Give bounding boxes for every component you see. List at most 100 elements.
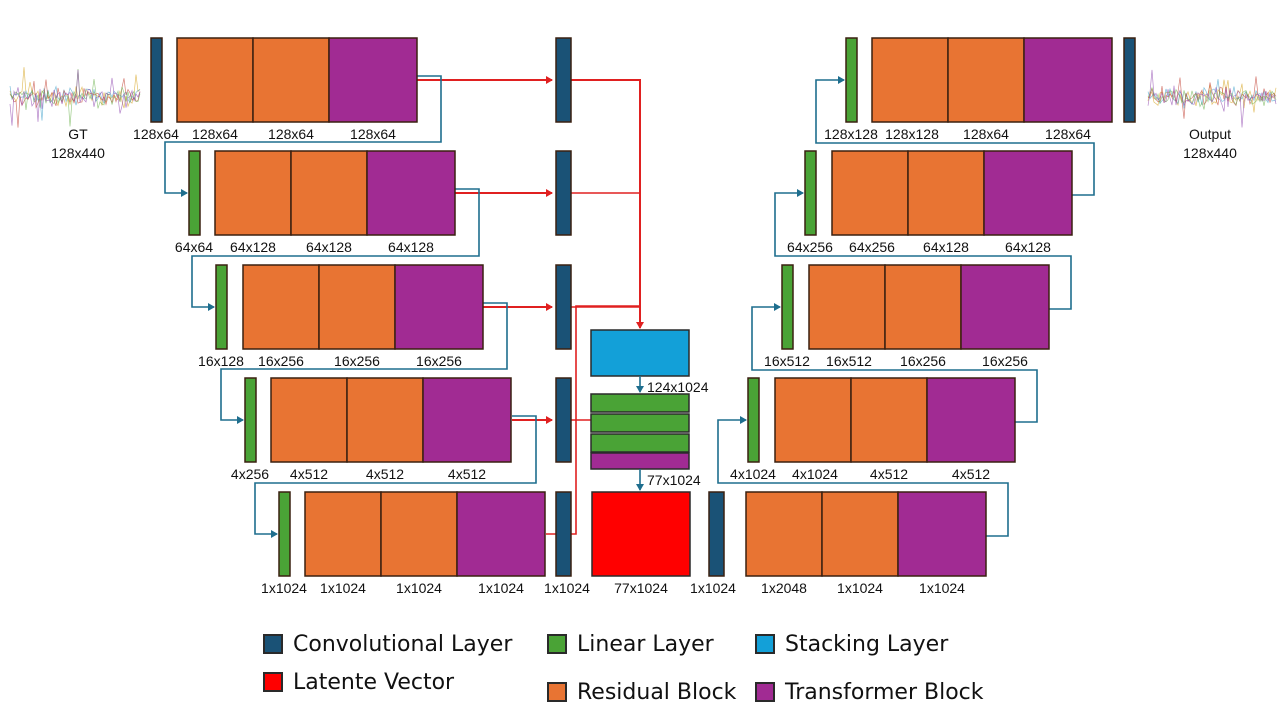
skip-conv-layer-2: [555, 150, 572, 236]
decoder-transformer-block-4: [926, 377, 1016, 463]
decoder-trans-label-4: 4x512: [952, 466, 990, 482]
combined-size-label: 77x1024: [647, 472, 701, 488]
legend-label-linear: Linear Layer: [577, 631, 714, 657]
input-name-label: GT: [68, 126, 88, 142]
decoder-residual-block-1b: [947, 37, 1025, 123]
decoder-res1-label-4: 4x1024: [792, 466, 838, 482]
encoder-transformer-block-4: [422, 377, 512, 463]
decoder-residual-block-2a: [831, 150, 909, 236]
decoder-linear-layer-4: [747, 377, 760, 463]
decoder-trans-label-2: 64x128: [1005, 239, 1051, 255]
encoder-res1-label-4: 4x512: [290, 466, 328, 482]
skip-bus-line: [571, 79, 644, 329]
encoder-transformer-block-2: [366, 150, 456, 236]
encoder-connection-1: [164, 75, 442, 197]
decoder-input-conv-label: 1x1024: [690, 580, 736, 596]
decoder-input-conv: [708, 491, 725, 577]
decoder-res2-label-2: 64x128: [923, 239, 969, 255]
legend-transformer: Transformer Block: [755, 677, 984, 707]
decoder-res1-label-2: 64x256: [849, 239, 895, 255]
legend-stacking: Stacking Layer: [755, 629, 948, 659]
encoder-res2-label-1: 128x64: [268, 126, 314, 142]
encoder-residual-block-4b: [346, 377, 424, 463]
combined-linear-2: [590, 413, 690, 433]
decoder-trans-label-3: 16x256: [982, 353, 1028, 369]
encoder-transformer-block-1: [328, 37, 418, 123]
combined-transformer: [590, 452, 690, 470]
decoder-linear-layer-2: [804, 150, 817, 236]
encoder-res2-label-4: 4x512: [366, 466, 404, 482]
encoder-trans-label-5: 1x1024: [478, 580, 524, 596]
decoder-transformer-block-3: [960, 264, 1050, 350]
stacking-size-label: 124x1024: [647, 379, 709, 395]
encoder-linear-layer-4: [244, 377, 257, 463]
decoder-res1-label-3: 16x512: [826, 353, 872, 369]
encoder-residual-block-1a: [176, 37, 254, 123]
decoder-residual-block-1a: [871, 37, 949, 123]
encoder-first-label-3: 16x128: [198, 353, 244, 369]
encoder-res1-label-2: 64x128: [230, 239, 276, 255]
decoder-res1-label-1: 128x128: [885, 126, 939, 142]
encoder-connection-3: [220, 302, 508, 424]
decoder-linear-layer-3: [781, 264, 794, 350]
decoder-residual-block-4a: [774, 377, 852, 463]
decoder-transformer-block-5: [897, 491, 987, 577]
encoder-first-label-4: 4x256: [231, 466, 269, 482]
input-size-label: 128x440: [51, 145, 105, 161]
skip-conv-layer-5: [555, 491, 572, 577]
input-waveform: [9, 67, 141, 128]
encoder-residual-block-4a: [270, 377, 348, 463]
encoder-res2-label-3: 16x256: [334, 353, 380, 369]
decoder-res2-label-4: 4x512: [870, 466, 908, 482]
encoder-trans-label-4: 4x512: [448, 466, 486, 482]
output-waveform: [1147, 69, 1277, 128]
encoder-transformer-block-3: [394, 264, 484, 350]
legend-label-transformer: Transformer Block: [785, 679, 984, 705]
encoder-residual-block-3b: [318, 264, 396, 350]
encoder-res1-label-3: 16x256: [258, 353, 304, 369]
decoder-res2-label-3: 16x256: [900, 353, 946, 369]
encoder-linear-layer-3: [215, 264, 228, 350]
encoder-trans-label-2: 64x128: [388, 239, 434, 255]
encoder-res2-label-5: 1x1024: [396, 580, 442, 596]
encoder-first-label-1: 128x64: [133, 126, 179, 142]
decoder-transformer-block-2: [983, 150, 1073, 236]
legend-swatch-residual: [547, 682, 567, 702]
encoder-first-label-5: 1x1024: [261, 580, 307, 596]
encoder-linear-layer-2: [188, 150, 201, 236]
decoder-residual-block-3a: [808, 264, 886, 350]
encoder-linear-layer-5: [278, 491, 291, 577]
decoder-connection-3: [751, 303, 1038, 423]
legend-swatch-stacking: [755, 634, 775, 654]
encoder-transformer-block-5: [456, 491, 546, 577]
encoder-conv-layer: [150, 37, 163, 123]
legend-label-stacking: Stacking Layer: [785, 631, 949, 657]
decoder-connection-1: [815, 76, 1095, 196]
encoder-residual-block-1b: [252, 37, 330, 123]
latent-vector: [591, 491, 691, 577]
output-name-label: Output: [1189, 126, 1231, 142]
encoder-residual-block-2a: [214, 150, 292, 236]
decoder-residual-block-2b: [907, 150, 985, 236]
encoder-trans-label-1: 128x64: [350, 126, 396, 142]
decoder-first-label-4: 4x1024: [730, 466, 776, 482]
encoder-trans-label-3: 16x256: [416, 353, 462, 369]
decoder-first-label-5: 1x2048: [761, 580, 807, 596]
decoder-residual-block-3b: [884, 264, 962, 350]
decoder-res2-label-1: 128x64: [963, 126, 1009, 142]
decoder-residual-block-4b: [850, 377, 928, 463]
legend-label-latent: Latente Vector: [293, 669, 455, 695]
encoder-residual-block-2b: [290, 150, 368, 236]
skip-conv-layer-4: [555, 377, 572, 463]
decoder-first-label-3: 16x512: [764, 353, 810, 369]
skip-conv-layer-3: [555, 264, 572, 350]
decoder-first-label-1: 128x128: [824, 126, 878, 142]
encoder-res1-label-1: 128x64: [192, 126, 238, 142]
decoder-output-conv: [1123, 37, 1136, 123]
decoder-residual-block-5b: [821, 491, 899, 577]
encoder-residual-block-3a: [242, 264, 320, 350]
encoder-connection-4: [254, 415, 537, 538]
legend-linear: Linear Layer: [547, 629, 714, 659]
encoder-res1-label-5: 1x1024: [320, 580, 366, 596]
